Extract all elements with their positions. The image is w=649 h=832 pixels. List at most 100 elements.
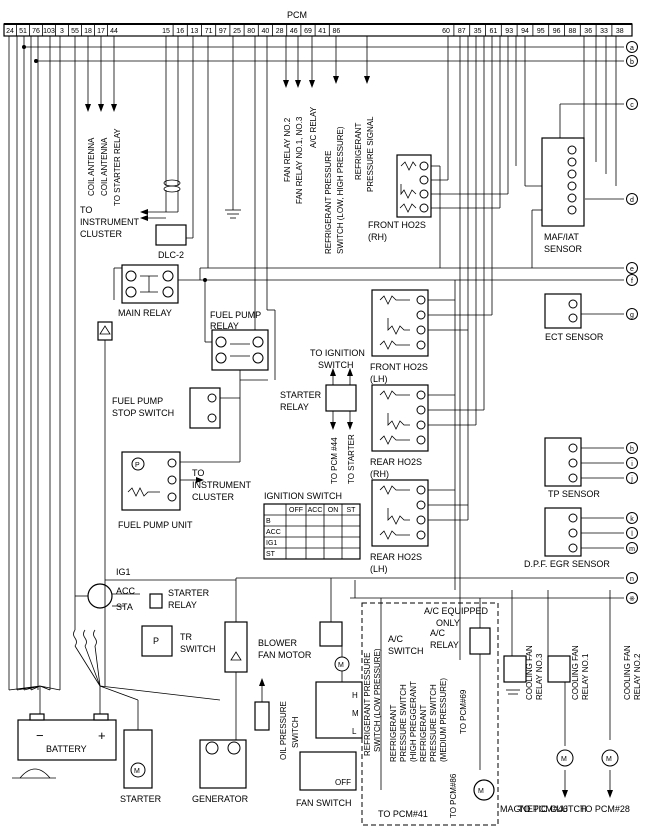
- to-instrument-1: TO: [80, 205, 92, 215]
- ac-equipped-label-1: A/C EQUIPPED: [424, 606, 489, 616]
- refrig-pressure-label-2: SWITCH (LOW, HIGH PRESSURE): [336, 126, 345, 254]
- connector-marker-circle: [626, 572, 638, 584]
- front-ho2s-lh-label-2: (LH): [370, 374, 388, 384]
- fuel-pump-relay-label-1: FUEL PUMP: [210, 310, 261, 320]
- sta-label: STA: [116, 602, 133, 612]
- magnetic-clutch-label: MAGNETIC CLUTCH: [500, 804, 587, 814]
- pcm-pin-10: 69: [304, 28, 312, 35]
- to-pcm46-label: TO PCM#46: [518, 804, 568, 814]
- fuel-pump-stop-label-2: STOP SWITCH: [112, 408, 174, 418]
- starter-relay-b1: STARTER: [168, 588, 210, 598]
- rear-ho2s-rh-label-1: REAR HO2S: [370, 457, 422, 467]
- svg-text:M: M: [561, 756, 567, 763]
- maf-iat-sensor: [541, 137, 585, 227]
- connector-marker-circle: [626, 262, 638, 274]
- ign-table-row-0: B: [266, 518, 271, 525]
- pcm-pin-11: 38: [616, 28, 624, 35]
- main-relay-label: MAIN RELAY: [118, 308, 172, 318]
- coil-antenna-1: COIL ANTENNA: [87, 137, 96, 196]
- ect-label: ECT SENSOR: [545, 332, 604, 342]
- pcm-pin-9: 36: [584, 28, 592, 35]
- connector-marker-circle: [626, 457, 638, 469]
- ect-sensor: [544, 293, 582, 329]
- cooling-fan-relay-no3: [503, 655, 527, 683]
- pcm-pin-5: 55: [71, 28, 79, 35]
- to-pcm69-label: TO PCM#69: [459, 689, 468, 734]
- rear-ho2s-rh-label-2: (RH): [370, 469, 389, 479]
- pcm-pin-0: 60: [442, 28, 450, 35]
- cooling-fan-motor-1: [556, 749, 574, 767]
- cooling-fan-no3-label-2: RELAY NO.3: [535, 653, 544, 700]
- connector-marker-circle: [626, 512, 638, 524]
- pcm-pin-4: 3: [60, 28, 64, 35]
- ign-table-header-3: ON: [328, 507, 339, 514]
- connector-marker-14: ※: [629, 596, 635, 603]
- refrig-low-label-1: REFRIGERANT PRESSURE: [363, 653, 372, 756]
- to-pcm44-label: TO PCM #44: [330, 437, 339, 484]
- pcm-pin-4: 97: [219, 28, 227, 35]
- ig1-label: IG1: [116, 567, 131, 577]
- to-instrument-3: CLUSTER: [80, 229, 123, 239]
- pcm-pin-6: 80: [247, 28, 255, 35]
- pcm-pin-1: 87: [458, 28, 466, 35]
- fan-resistor: [315, 681, 363, 739]
- tr-label-1: TR: [180, 632, 192, 642]
- connector-marker-13: n: [630, 576, 634, 583]
- front-ho2s-rh-label-2: (RH): [368, 232, 387, 242]
- to-starter-label: TO STARTER: [347, 434, 356, 484]
- connector-marker-2: c: [630, 102, 634, 109]
- svg-text:P: P: [135, 462, 140, 469]
- connector-marker-circle: [626, 592, 638, 604]
- refrig-high-label-3: (HIGH PREGGERANT: [409, 681, 418, 762]
- to-instrument-2: INSTRUMENT: [80, 217, 139, 227]
- to-ignition-label-2: SWITCH: [318, 360, 354, 370]
- refrig-high-label-2: PRESSURE SWITCH: [399, 684, 408, 762]
- ac-switch-label-1: A/C: [388, 634, 404, 644]
- connector-marker-3: d: [630, 197, 634, 204]
- pcm-pin-11: 41: [318, 28, 326, 35]
- pcm-pin-4: 93: [505, 28, 513, 35]
- battery-label: BATTERY: [46, 744, 87, 754]
- pcm-pin-8: 88: [569, 28, 577, 35]
- connector-marker-6: g: [630, 312, 634, 319]
- acc-label: ACC: [116, 586, 136, 596]
- connector-marker-circle: [626, 542, 638, 554]
- pcm-pin-6: 95: [537, 28, 545, 35]
- coil-antenna-2: COIL ANTENNA: [100, 137, 109, 196]
- blower-relay: [224, 621, 248, 673]
- connector-marker-circle: [626, 442, 638, 454]
- ign-table-header-2: ACC: [308, 507, 323, 514]
- connector-marker-circle: [626, 274, 638, 286]
- to-instrument2-1: TO: [192, 468, 204, 478]
- svg-text:M: M: [338, 662, 344, 669]
- battery-minus: −: [36, 728, 44, 743]
- pcm-pin-2: 35: [474, 28, 482, 35]
- svg-text:M: M: [606, 756, 612, 763]
- pcm-pin-8: 28: [276, 28, 284, 35]
- ignition-switch-symbol: [87, 583, 113, 609]
- pcm-pin-6: 18: [84, 28, 92, 35]
- connector-marker-circle: [626, 472, 638, 484]
- connector-marker-7: h: [630, 446, 634, 453]
- pcm-pin-7: 40: [262, 28, 270, 35]
- cooling-fan-motor-2: [601, 749, 619, 767]
- pcm-pin-3: 71: [205, 28, 213, 35]
- ac-relay: [469, 627, 491, 655]
- cooling-fan-relay-no1: [547, 655, 571, 683]
- ac-equipped-region: [361, 602, 499, 826]
- oil-pressure-switch: [254, 701, 270, 731]
- fan-m-label: M: [352, 709, 359, 718]
- fan-h-label: H: [352, 691, 358, 700]
- starter-label: STARTER: [120, 794, 162, 804]
- pcm-pin-8: 44: [110, 28, 118, 35]
- pcm-title: PCM: [287, 10, 307, 20]
- connector-marker-circle: [626, 41, 638, 53]
- blower-label-2: FAN MOTOR: [258, 650, 312, 660]
- connector-marker-circle: [626, 308, 638, 320]
- tr-p-label: P: [153, 636, 159, 646]
- to-pcm41-label: TO PCM#41: [378, 809, 428, 819]
- connector-marker-10: k: [630, 516, 634, 523]
- pcm-pin-2: 76: [32, 28, 40, 35]
